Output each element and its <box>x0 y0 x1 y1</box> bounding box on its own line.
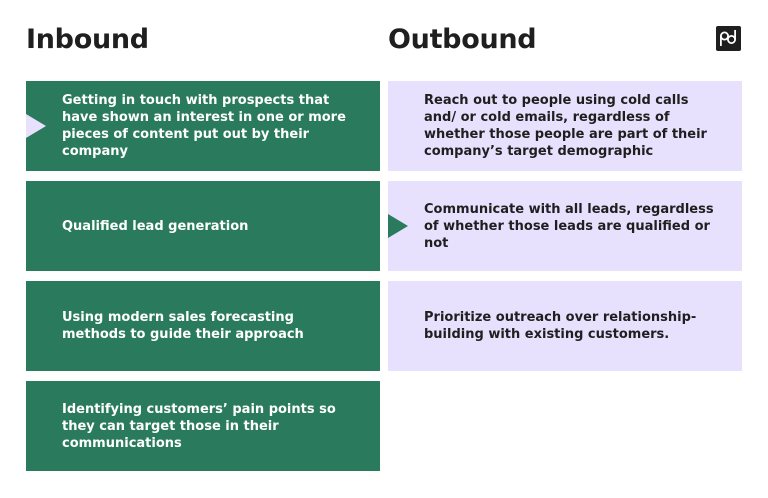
inbound-card-3: Using modern sales forecasting methods t… <box>26 281 380 371</box>
outbound-card-text: Prioritize outreach over relationship-bu… <box>424 310 697 342</box>
outbound-heading: Outbound <box>388 24 537 55</box>
inbound-card-1: Getting in touch with prospects that hav… <box>26 81 380 171</box>
inbound-card-text: Qualified lead generation <box>62 218 249 234</box>
outbound-card-text: Communicate with all leads, regardless o… <box>424 201 714 251</box>
outbound-card-3: Prioritize outreach over relationship-bu… <box>388 281 742 371</box>
outbound-card-2: Communicate with all leads, regardless o… <box>388 181 742 271</box>
inbound-heading: Inbound <box>26 24 149 55</box>
inbound-card-text: Identifying customers’ pain points so th… <box>62 401 336 451</box>
inbound-card-4: Identifying customers’ pain points so th… <box>26 381 380 471</box>
inbound-card-text: Using modern sales forecasting methods t… <box>62 310 304 342</box>
outbound-card-text: Reach out to people using cold calls and… <box>424 93 707 159</box>
pipedrive-logo-icon <box>716 26 741 51</box>
inbound-card-2: Qualified lead generation <box>26 181 380 271</box>
inbound-card-text: Getting in touch with prospects that hav… <box>62 93 346 159</box>
pointer-arrow-icon <box>26 114 46 138</box>
outbound-card-1: Reach out to people using cold calls and… <box>388 81 742 171</box>
pointer-arrow-icon <box>388 214 408 238</box>
